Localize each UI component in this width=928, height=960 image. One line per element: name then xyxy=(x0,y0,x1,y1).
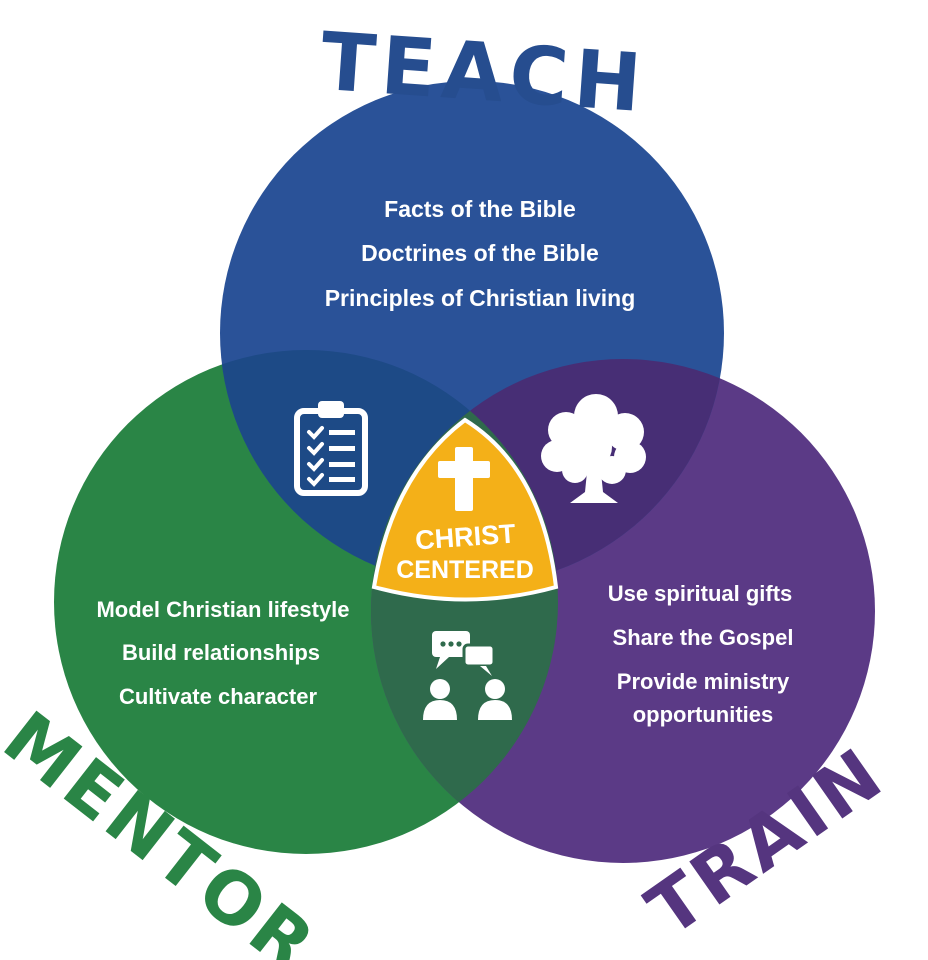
mentor-item-1: Model Christian lifestyle xyxy=(96,597,349,622)
teach-item-1: Facts of the Bible xyxy=(384,196,576,222)
mentor-item-3: Cultivate character xyxy=(119,684,318,709)
teach-title: TEACH xyxy=(318,15,650,131)
tree-icon xyxy=(541,394,646,503)
center-line1: CHRIST xyxy=(414,519,517,556)
train-item-3: Provide ministry xyxy=(617,669,790,694)
train-item-1: Use spiritual gifts xyxy=(608,581,793,606)
people-conversation-icon xyxy=(423,631,512,720)
cross-icon xyxy=(438,447,490,511)
train-item-2: Share the Gospel xyxy=(613,625,794,650)
mentor-item-2: Build relationships xyxy=(122,640,320,665)
center-line2: CENTERED xyxy=(396,556,534,584)
clipboard-checklist-icon xyxy=(294,401,368,496)
teach-item-3: Principles of Christian living xyxy=(325,285,636,311)
teach-item-2: Doctrines of the Bible xyxy=(361,240,599,266)
train-item-4: opportunities xyxy=(633,702,774,727)
